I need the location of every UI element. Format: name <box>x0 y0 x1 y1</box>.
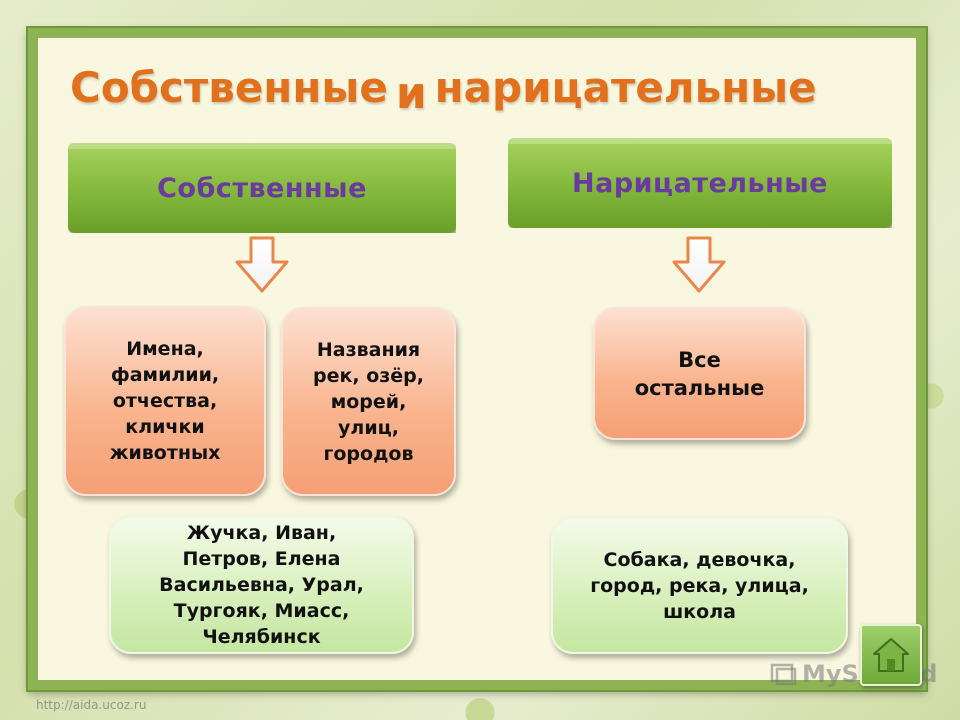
home-icon <box>873 638 909 672</box>
category-rest-box: Все остальные <box>593 307 806 440</box>
header-proper-label: Собственные <box>157 172 367 204</box>
category-line: фамилии, <box>110 364 220 386</box>
category-line: Названия <box>316 338 421 361</box>
category-line: рек, озёр, <box>312 364 424 387</box>
example-line: Жучка, Иван, <box>186 522 337 544</box>
category-line: улиц, <box>338 416 399 439</box>
category-line: морей, <box>330 390 407 413</box>
category-places-box: Названия рек, озёр, морей, улиц, городов <box>281 307 456 496</box>
category-line: остальные <box>634 375 765 400</box>
category-line: клички <box>125 416 205 438</box>
category-names-box: Имена, фамилии, отчества, клички животны… <box>64 306 266 496</box>
title-part-proper: Собственные <box>70 63 388 112</box>
source-url: http://aida.ucoz.ru <box>36 698 147 712</box>
slides-icon <box>770 663 797 686</box>
title-part-and: и <box>395 68 427 119</box>
header-common: Нарицательные <box>508 138 892 228</box>
category-line: Имена, <box>126 338 204 360</box>
category-line: животных <box>109 442 221 464</box>
example-line: Челябинск <box>202 626 321 648</box>
common-examples-box: Собака, девочка, город, река, улица, шко… <box>551 517 848 654</box>
example-line: Тургояк, Миасс, <box>173 600 350 622</box>
example-line: Петров, Елена <box>182 548 341 570</box>
down-arrow-icon <box>235 236 289 293</box>
example-line: Васильевна, Урал, <box>159 574 364 596</box>
header-proper: Собственные <box>68 143 456 233</box>
category-line: городов <box>323 442 414 465</box>
home-button[interactable] <box>860 624 922 686</box>
example-line: Собака, девочка, <box>603 548 796 571</box>
proper-examples-box: Жучка, Иван, Петров, Елена Васильевна, У… <box>109 516 414 654</box>
example-line: город, река, улица, <box>590 574 809 597</box>
example-line: школа <box>663 600 736 623</box>
category-line: отчества, <box>112 390 218 412</box>
title-part-common: нарицательные <box>434 63 817 112</box>
category-line: Все <box>678 347 721 372</box>
header-common-label: Нарицательные <box>572 167 828 199</box>
down-arrow-icon <box>672 236 726 293</box>
